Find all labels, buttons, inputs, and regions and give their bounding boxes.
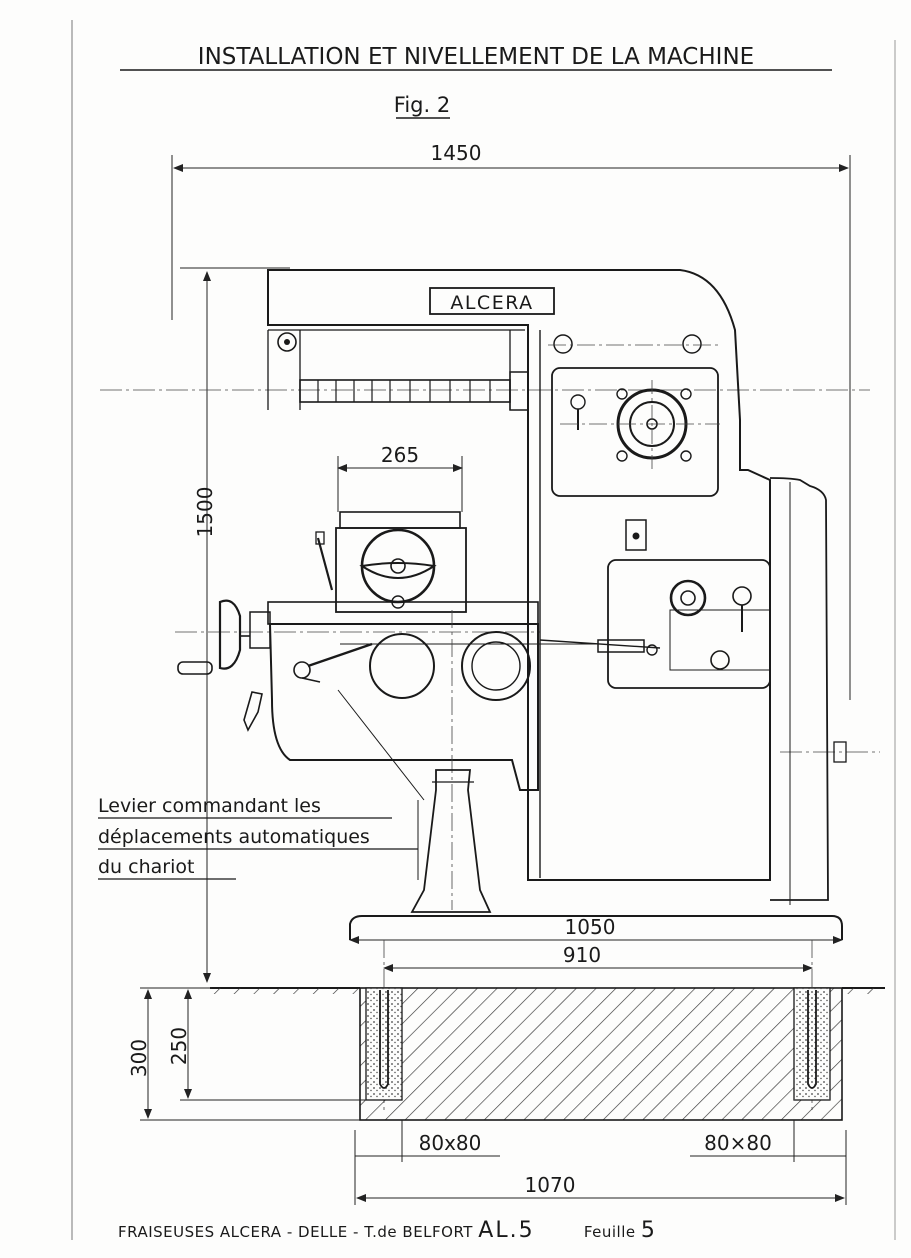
auto-feed-lever[interactable] xyxy=(307,642,373,668)
anchor-bolt-right xyxy=(807,990,817,1089)
footer-separator-2: - xyxy=(353,1223,359,1241)
figure-label: Fig. 2 xyxy=(394,93,450,117)
column-switch-dot xyxy=(632,532,640,540)
speed-knob-br-icon[interactable] xyxy=(680,450,692,462)
saddle-handwheel-icon[interactable] xyxy=(360,528,436,604)
feed-lever-knob-icon[interactable] xyxy=(732,586,752,606)
work-table xyxy=(339,511,461,529)
dim-1500-label: 1500 xyxy=(193,487,217,538)
anchor-bolt-left xyxy=(379,990,389,1089)
dim-250-label: 250 xyxy=(167,1027,191,1065)
concrete-foundation xyxy=(359,987,843,1121)
arbor-nut xyxy=(509,371,529,411)
knee-housing-circle-right xyxy=(461,631,531,701)
elevating-screw-housing xyxy=(410,769,492,913)
spindle-speed-panel xyxy=(551,367,719,497)
saddle-handwheel-spoke xyxy=(359,562,437,579)
feed-selector-hub xyxy=(680,590,696,606)
footer-model: AL.5 xyxy=(478,1218,535,1243)
overarm-bolt-icon xyxy=(277,332,297,352)
saddle-clamp-lever[interactable] xyxy=(316,537,334,591)
feed-shaft-joint-icon xyxy=(646,644,658,656)
feed-gearbox-panel xyxy=(607,559,771,689)
column-lift-eye-left-icon xyxy=(553,334,573,354)
dim-1050-label: 1050 xyxy=(565,915,616,939)
feed-selector-dial-icon[interactable] xyxy=(669,579,707,617)
feed-engage-knob-icon[interactable] xyxy=(710,650,730,670)
speed-knob-bl-icon[interactable] xyxy=(616,450,628,462)
floor-hatch-right xyxy=(842,988,886,994)
dim-300-label: 300 xyxy=(127,1039,151,1077)
anchor-grout-right xyxy=(794,988,830,1100)
annotation-leader-line xyxy=(337,689,425,801)
brand-plate xyxy=(429,287,555,315)
knee-housing-circle-left xyxy=(369,633,435,699)
motor-cover-latch xyxy=(833,741,847,763)
knee-lock-lever[interactable] xyxy=(243,691,263,732)
feed-shaft xyxy=(539,639,661,649)
footer-maker: FRAISEUSES ALCERA xyxy=(118,1223,282,1241)
dim-910-label: 910 xyxy=(563,943,601,967)
pocket-size-right: 80×80 xyxy=(704,1131,772,1155)
footer-region: T.de BELFORT xyxy=(364,1223,473,1241)
auto-feed-lever-tail xyxy=(301,677,321,683)
column-lift-eye-right-icon xyxy=(682,334,702,354)
speed-knob-tr-icon[interactable] xyxy=(680,388,692,400)
annotation-line-3: du chariot xyxy=(98,856,194,878)
feed-shaft-coupling xyxy=(597,639,645,653)
footer-sheet-label: Feuille xyxy=(583,1223,636,1241)
column-outline xyxy=(267,269,771,881)
feed-gearbox-inner xyxy=(669,609,771,671)
machine-base xyxy=(349,915,843,940)
drawing-title: INSTALLATION ET NIVELLEMENT DE LA MACHIN… xyxy=(198,44,754,70)
knee-handwheel-hub xyxy=(249,611,271,649)
knee-handwheel-icon[interactable] xyxy=(218,599,242,670)
annotation-line-1: Levier commandant les xyxy=(98,795,321,817)
saddle-handwheel-hub xyxy=(390,558,406,574)
brand-plate-text: ALCERA xyxy=(450,292,533,314)
footer-sheet-number: 5 xyxy=(640,1218,657,1243)
arbor-spacers xyxy=(317,380,491,402)
dim-265-label: 265 xyxy=(381,443,419,467)
knee-body xyxy=(268,623,539,791)
pocket-size-left: 80x80 xyxy=(419,1131,482,1155)
knee-handwheel-grip-icon[interactable] xyxy=(177,661,213,675)
floor-hatch-left xyxy=(210,988,360,994)
overarm-bolt-center xyxy=(284,339,290,345)
column-switch-icon[interactable] xyxy=(625,519,647,551)
saddle xyxy=(335,527,467,613)
feed-lever-pivot-icon xyxy=(293,661,311,679)
motor-housing xyxy=(769,477,829,901)
dim-1070-label: 1070 xyxy=(525,1173,576,1197)
dim-1450-label: 1450 xyxy=(431,141,482,165)
annotation-line-2: déplacements automatiques xyxy=(98,826,370,848)
footer-separator-1: - xyxy=(286,1223,293,1241)
speed-knob-tl-icon[interactable] xyxy=(616,388,628,400)
saddle-clamp-knob-icon xyxy=(315,531,325,545)
knee-housing-inner-right xyxy=(471,641,521,691)
spindle-lever-knob-icon[interactable] xyxy=(570,394,586,410)
footer-city: DELLE xyxy=(298,1223,348,1241)
cutter-arbor xyxy=(299,379,511,403)
anchor-grout-left xyxy=(366,988,402,1100)
title-block: FRAISEUSES ALCERA - DELLE - T.de BELFORT… xyxy=(118,1218,858,1243)
